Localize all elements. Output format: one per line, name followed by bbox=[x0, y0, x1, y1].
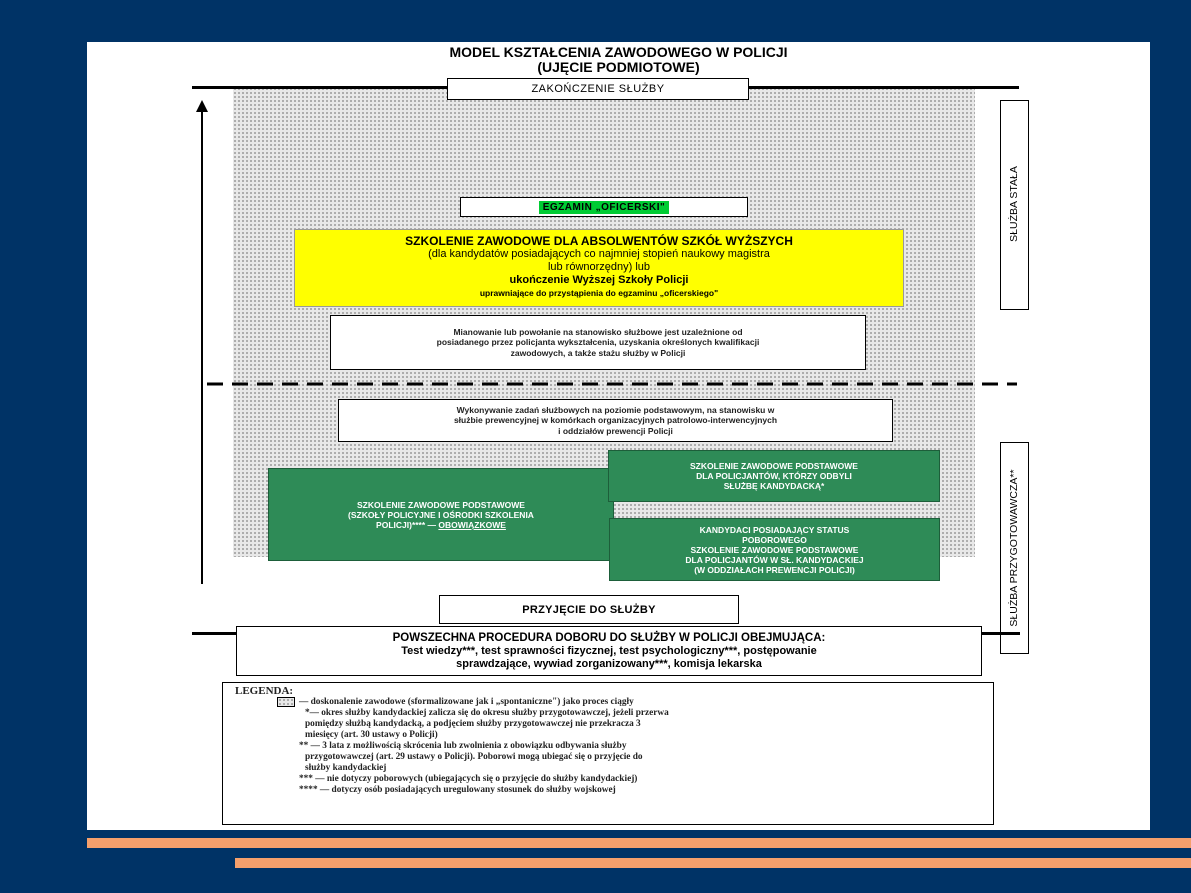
green-rb-line-2: POBOROWEGO bbox=[742, 534, 807, 545]
duties-line-1: Wykonywanie zadań służbowych na poziomie… bbox=[456, 404, 775, 415]
legend-item-1: — doskonalenie zawodowe (sformalizowane … bbox=[277, 697, 987, 708]
end-of-service-box: ZAKOŃCZENIE SŁUŻBY bbox=[447, 78, 749, 100]
yellow-line-1: SZKOLENIE ZAWODOWE DLA ABSOLWENTÓW SZKÓŁ… bbox=[405, 234, 793, 248]
career-arrow bbox=[196, 100, 208, 584]
appointment-line-1: Mianowanie lub powołanie na stanowisko s… bbox=[453, 326, 743, 337]
decor-stripe-top bbox=[87, 838, 1191, 848]
permanent-service-label: SŁUŻBA STAŁA bbox=[1008, 166, 1020, 242]
legend-item-2a: *— okres służby kandydackiej zalicza się… bbox=[305, 708, 669, 719]
green-rt-line-1: SZKOLENIE ZAWODOWE PODSTAWOWE bbox=[690, 461, 858, 471]
mandatory-label: OBOWIĄZKOWE bbox=[438, 519, 506, 530]
legend-item-2b: pomiędzy służbą kandydacką, a podjęciem … bbox=[305, 719, 641, 730]
green-rb-line-5: (W ODDZIAŁACH PREWENCJI POLICJI) bbox=[694, 564, 855, 575]
conscript-candidate-training-box: KANDYDACI POSIADAJĄCY STATUS POBOROWEGO … bbox=[609, 518, 940, 581]
duties-line-3: i oddziałów prewencji Policji bbox=[558, 425, 673, 436]
procedure-line-1: POWSZECHNA PROCEDURA DOBORU DO SŁUŻBY W … bbox=[392, 631, 826, 644]
preparatory-service-box bbox=[1000, 442, 1029, 654]
dotted-swatch-icon bbox=[277, 697, 295, 707]
legend-heading: LEGENDA: bbox=[235, 685, 294, 697]
green-left-line-3-prefix: POLICJI)**** — bbox=[376, 519, 439, 530]
green-left-line-1: SZKOLENIE ZAWODOWE PODSTAWOWE bbox=[357, 499, 525, 510]
legend-item-3a: ** — 3 lata z możliwością skrócenia lub … bbox=[299, 741, 627, 752]
legend-item-3b: przygotowawczej (art. 29 ustawy o Policj… bbox=[305, 752, 643, 763]
legend-item-4: *** — nie dotyczy poborowych (ubiegający… bbox=[299, 774, 638, 785]
green-left-line-2: (SZKOŁY POLICYJNE I OŚRODKI SZKOLENIA bbox=[348, 509, 534, 520]
green-rt-line-2: DLA POLICJANTÓW, KTÓRZY ODBYLI bbox=[696, 471, 852, 481]
appointment-line-2: posiadanego przez policjanta wykształcen… bbox=[436, 337, 760, 348]
admission-box: PRZYJĘCIE DO SŁUŻBY bbox=[439, 595, 739, 624]
green-rb-line-3: SZKOLENIE ZAWODOWE PODSTAWOWE bbox=[690, 544, 859, 555]
legend-item-2c: miesięcy (art. 30 ustawy o Policji) bbox=[305, 730, 438, 741]
legend-item-1-text: — doskonalenie zawodowe (sformalizowane … bbox=[299, 697, 634, 708]
procedure-line-3: sprawdzające, wywiad zorganizowany***, k… bbox=[456, 657, 762, 670]
post-candidate-training-box: SZKOLENIE ZAWODOWE PODSTAWOWE DLA POLICJ… bbox=[608, 450, 940, 502]
diagram-title: MODEL KSZTAŁCENIA ZAWODOWEGO W POLICJI (… bbox=[87, 45, 1150, 75]
legend-item-5: **** — dotyczy osób posiadających uregul… bbox=[299, 785, 616, 796]
basic-duties-box: Wykonywanie zadań służbowych na poziomie… bbox=[338, 399, 893, 442]
appointment-box: Mianowanie lub powołanie na stanowisko s… bbox=[330, 315, 866, 370]
preparatory-service-label: SŁUŻBA PRZYGOTOWAWCZA** bbox=[1008, 469, 1020, 627]
decor-stripe-bottom bbox=[235, 858, 1191, 868]
service-divider-dashed bbox=[207, 382, 1017, 386]
green-rb-line-4: DLA POLICJANTÓW W SŁ. KANDYDACKIEJ bbox=[685, 554, 864, 565]
higher-education-training-box: SZKOLENIE ZAWODOWE DLA ABSOLWENTÓW SZKÓŁ… bbox=[294, 229, 904, 307]
yellow-line-4: ukończenie Wyższej Szkoły Policji bbox=[509, 274, 689, 286]
officer-exam-box: EGZAMIN „OFICERSKI" bbox=[460, 197, 748, 217]
title-line-2: (UJĘCIE PODMIOTOWE) bbox=[537, 59, 700, 75]
selection-procedure-box: POWSZECHNA PROCEDURA DOBORU DO SŁUŻBY W … bbox=[236, 626, 982, 676]
end-of-service-label: ZAKOŃCZENIE SŁUŻBY bbox=[531, 83, 665, 95]
procedure-line-2: Test wiedzy***, test sprawności fizyczne… bbox=[401, 644, 817, 657]
admission-label: PRZYJĘCIE DO SŁUŻBY bbox=[522, 603, 656, 616]
mandatory-basic-training-box: SZKOLENIE ZAWODOWE PODSTAWOWE (SZKOŁY PO… bbox=[268, 468, 614, 561]
green-rb-line-1: KANDYDACI POSIADAJĄCY STATUS bbox=[699, 524, 850, 535]
appointment-line-3: zawodowych, a także stażu służby w Polic… bbox=[510, 347, 686, 358]
permanent-service-box bbox=[1000, 100, 1029, 310]
green-left-line-3: POLICJI)**** — OBOWIĄZKOWE bbox=[376, 520, 506, 530]
title-line-1: MODEL KSZTAŁCENIA ZAWODOWEGO W POLICJI bbox=[449, 44, 788, 60]
legend-item-3c: służby kandydackiej bbox=[305, 763, 387, 774]
legend-box: LEGENDA: — doskonalenie zawodowe (sforma… bbox=[222, 682, 994, 825]
green-rt-line-3: SŁUŻBĘ KANDYDACKĄ* bbox=[723, 481, 825, 491]
yellow-line-2: (dla kandydatów posiadających co najmnie… bbox=[428, 248, 770, 260]
slide-canvas: MODEL KSZTAŁCENIA ZAWODOWEGO W POLICJI (… bbox=[87, 42, 1150, 830]
yellow-line-5: uprawniające do przystąpienia do egzamin… bbox=[479, 288, 719, 298]
duties-line-2: służbie prewencyjnej w komórkach organiz… bbox=[453, 415, 778, 426]
officer-exam-label: EGZAMIN „OFICERSKI" bbox=[538, 200, 670, 214]
yellow-line-3: lub równorzędny) lub bbox=[547, 261, 651, 273]
